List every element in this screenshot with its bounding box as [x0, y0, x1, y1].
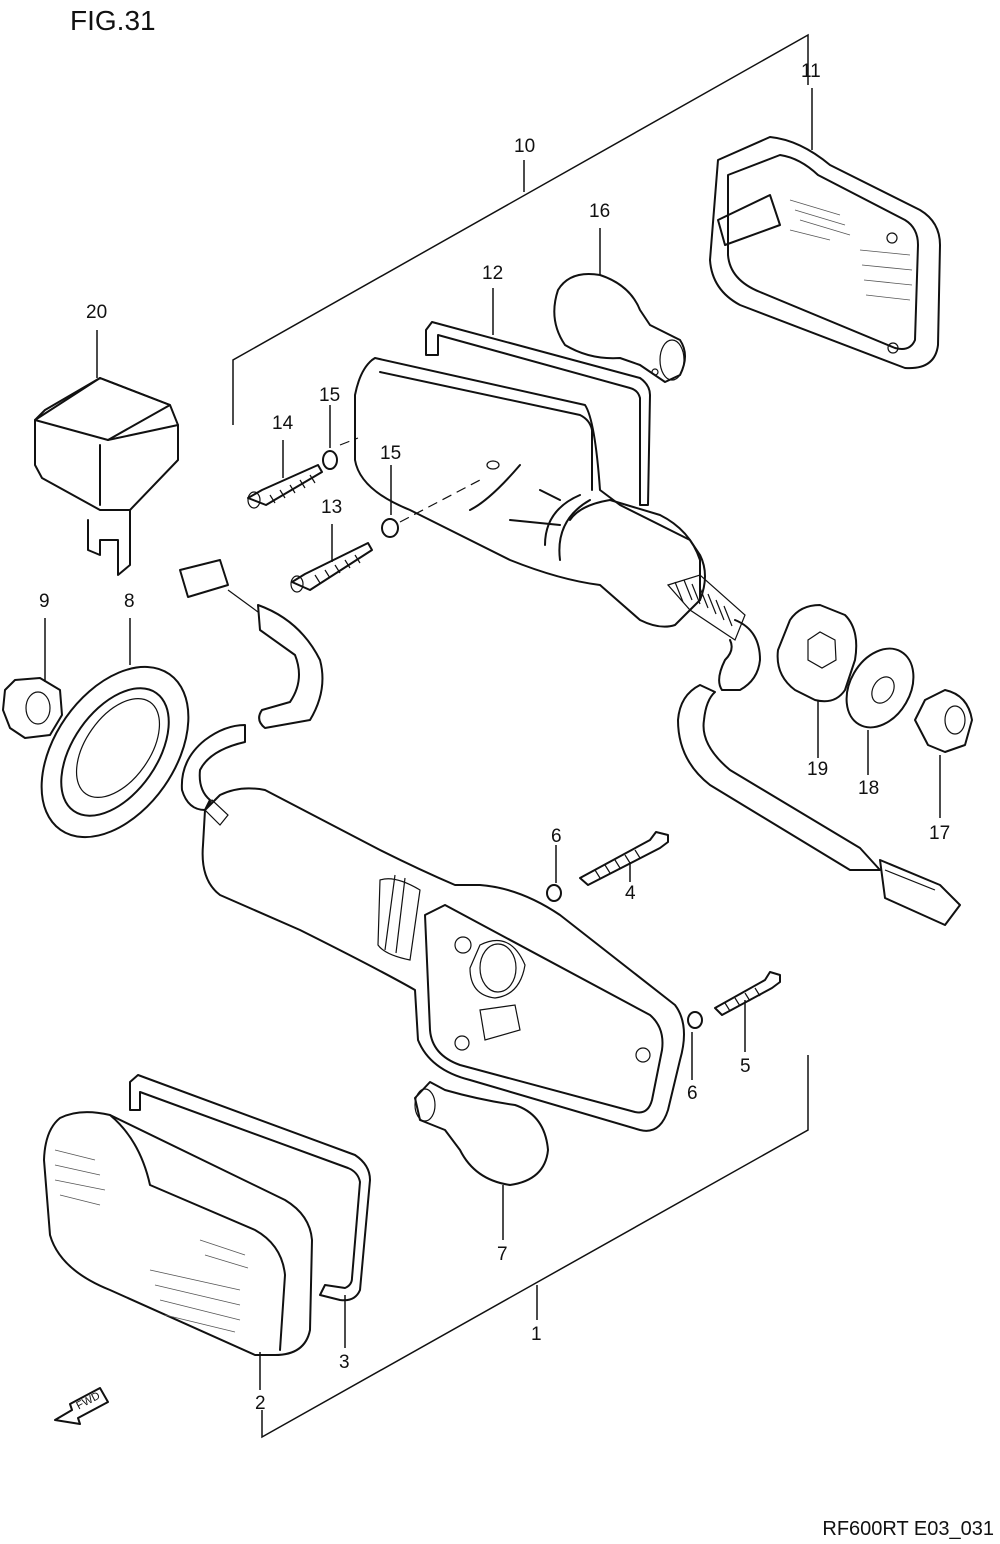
part-8-grommet	[40, 618, 190, 839]
part-2-lower-lens	[43, 1111, 313, 1390]
figure-code: RF600RT E03_031	[822, 1518, 994, 1540]
part-13-screw	[290, 524, 373, 593]
callout-5: 5	[740, 1056, 751, 1077]
part-18-washer	[845, 647, 915, 775]
callout-15-left: 15	[319, 385, 341, 406]
callout-6-upper: 6	[551, 826, 562, 847]
assembly-10-bracket	[232, 33, 809, 425]
lower-wire-and-connector	[179, 559, 324, 811]
callout-1: 1	[531, 1324, 542, 1345]
callout-9: 9	[39, 591, 50, 612]
assembly-1-bracket	[261, 1055, 809, 1439]
part-6-washers	[546, 845, 703, 1080]
callout-19: 19	[807, 759, 829, 780]
callout-18: 18	[858, 778, 880, 799]
part-5-screw	[714, 971, 781, 1052]
upper-wire-and-connector	[677, 684, 961, 926]
callout-4: 4	[625, 883, 636, 904]
figure-title: FIG.31	[70, 5, 156, 36]
part-10-upper-housing	[354, 357, 761, 691]
callout-12: 12	[482, 263, 504, 284]
callout-17: 17	[929, 823, 951, 844]
callout-11: 11	[801, 61, 821, 82]
callout-15-right: 15	[380, 443, 402, 464]
part-9-nut	[2, 618, 63, 739]
part-20-relay	[34, 330, 179, 576]
part-16-upper-bulb	[553, 228, 686, 383]
part-12-upper-gasket	[425, 288, 651, 506]
part-17-nut	[914, 689, 973, 818]
part-14-screw	[247, 440, 323, 509]
part-15-washers	[322, 405, 481, 538]
fwd-arrow-icon	[54, 1387, 109, 1425]
callout-2: 2	[255, 1393, 266, 1414]
callout-16: 16	[589, 201, 611, 222]
part-4-screw	[579, 831, 669, 886]
callout-6-lower: 6	[687, 1083, 698, 1104]
part-19-washer	[776, 604, 858, 758]
callout-3: 3	[339, 1352, 350, 1373]
callout-7: 7	[497, 1244, 508, 1265]
callout-8: 8	[124, 591, 135, 612]
part-3-lower-gasket	[129, 1074, 371, 1348]
part-7-lower-bulb	[414, 1081, 549, 1240]
callout-13: 13	[321, 497, 343, 518]
part-11-upper-lens	[709, 88, 941, 370]
part-1-lower-housing	[201, 787, 685, 1132]
callout-10: 10	[514, 136, 536, 157]
callout-14: 14	[272, 413, 294, 434]
callout-20: 20	[86, 302, 108, 323]
